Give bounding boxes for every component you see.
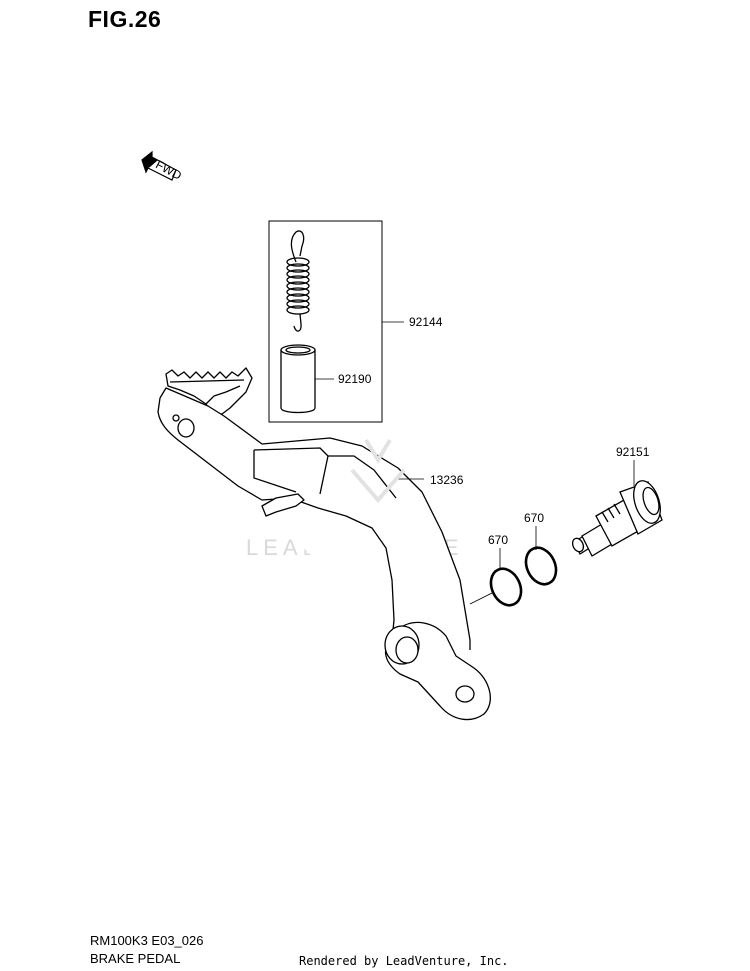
callout-92151: 92151	[616, 445, 650, 459]
watermark-logo-icon	[350, 438, 406, 504]
fwd-arrow-icon: FWD	[141, 150, 184, 183]
footer-model-code: RM100K3 E03_026	[90, 933, 204, 948]
kit-box	[268, 220, 383, 423]
brake-pedal-part	[157, 367, 491, 721]
footer-section-name: BRAKE PEDAL	[90, 951, 181, 966]
figure-title: FIG.26	[88, 6, 162, 32]
spring-part	[286, 230, 310, 332]
callout-670-right: 670	[524, 511, 544, 525]
collar-part	[280, 344, 316, 414]
callout-92144: 92144	[409, 315, 443, 329]
rendered-by-credit: Rendered by LeadVenture, Inc.	[299, 954, 509, 968]
oring-right-part	[524, 546, 558, 586]
callout-92190: 92190	[338, 372, 372, 386]
shaft-part	[571, 480, 663, 557]
callout-13236: 13236	[430, 473, 464, 487]
callout-670-left: 670	[488, 533, 508, 547]
oring-left-part	[489, 567, 523, 607]
